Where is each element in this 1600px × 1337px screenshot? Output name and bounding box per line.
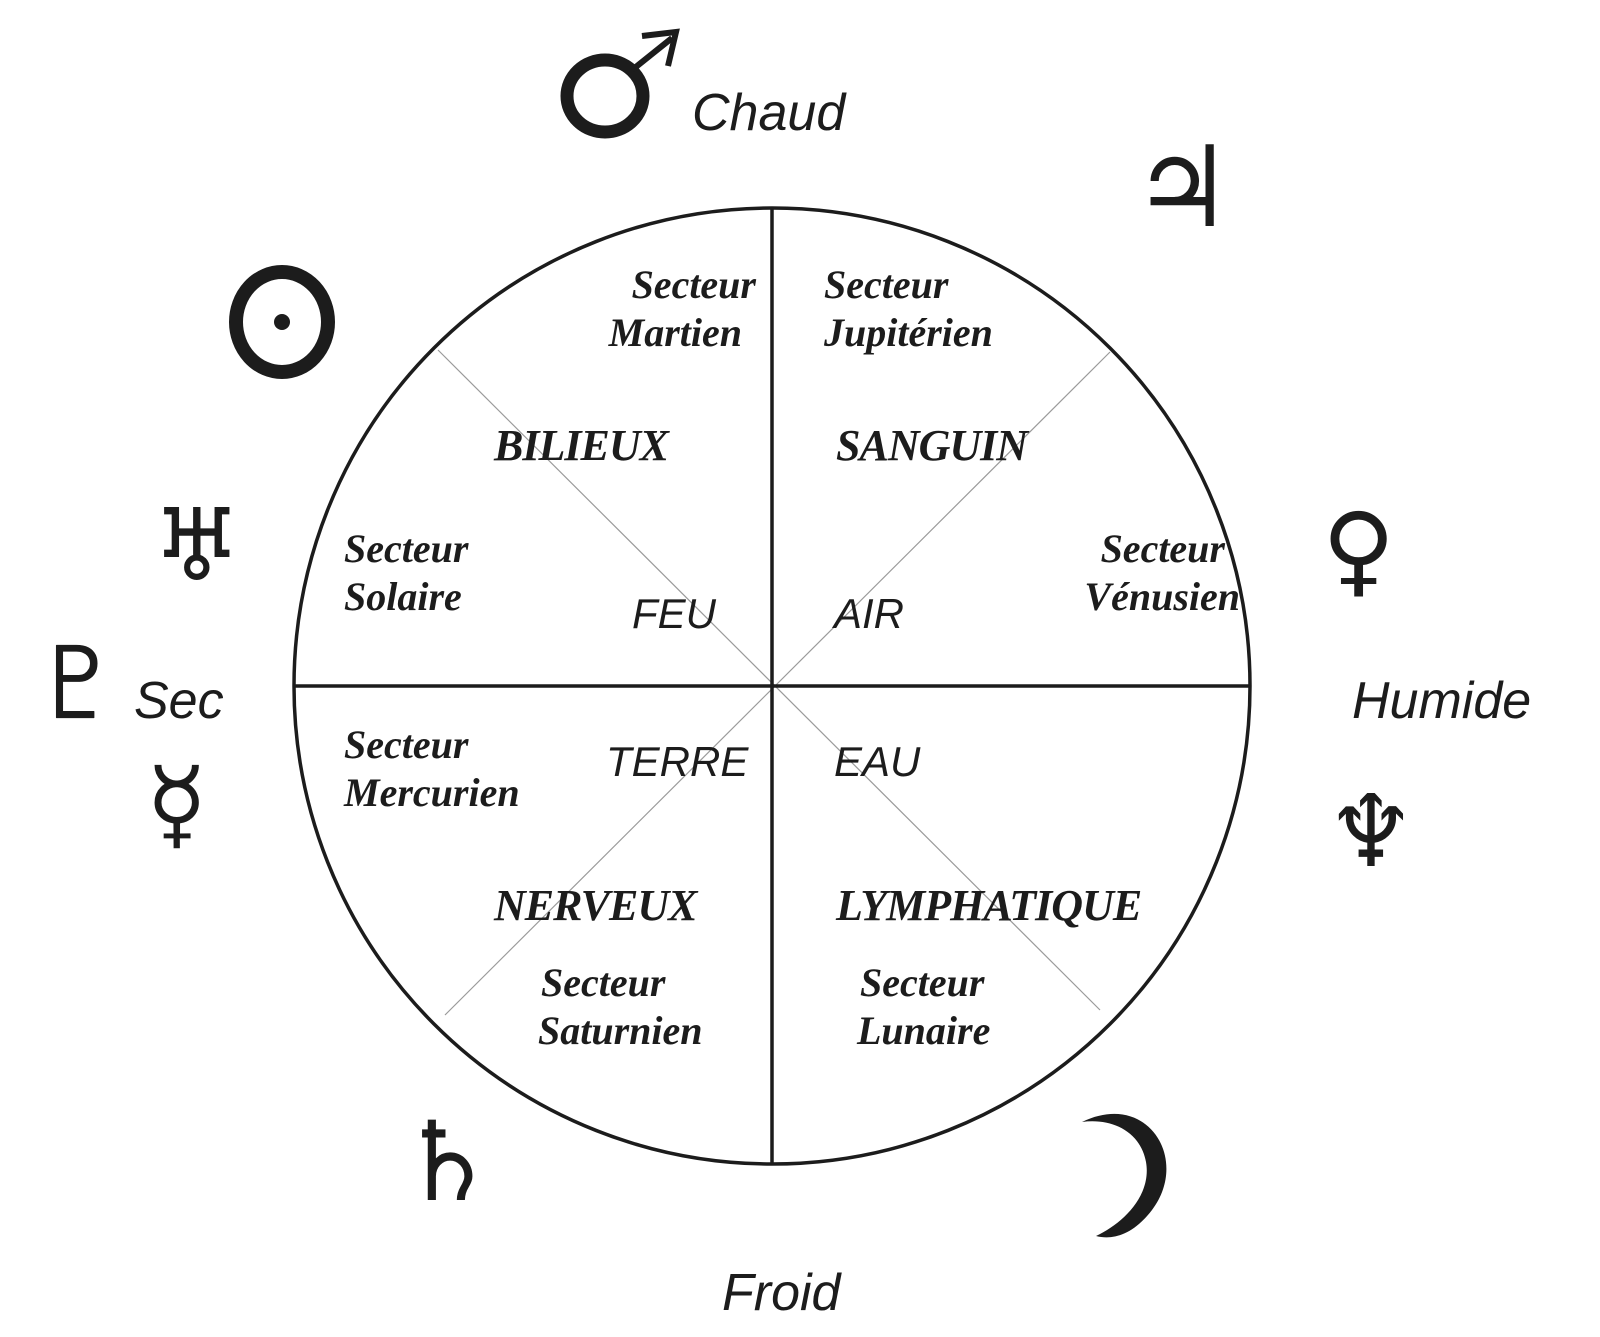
sector-solaire-line1: Secteur bbox=[344, 526, 469, 571]
sector-martien-line2: Martien bbox=[608, 310, 742, 355]
sector-lunaire-line1: Secteur bbox=[860, 960, 985, 1005]
quality-froid: Froid bbox=[722, 1264, 843, 1322]
sector-lunaire-line2: Lunaire bbox=[856, 1008, 990, 1053]
saturn-symbol-icon: ♄ bbox=[398, 1098, 497, 1226]
sector-venusien-label: Secteur Vénusien bbox=[1084, 526, 1240, 619]
temperament-lymphatique: LYMPHATIQUE bbox=[835, 881, 1141, 930]
element-air: AIR bbox=[831, 590, 904, 637]
sector-saturnien-label: Secteur Saturnien bbox=[538, 960, 703, 1053]
sector-venusien-line2: Vénusien bbox=[1084, 574, 1240, 619]
mars-symbol-icon bbox=[560, 28, 680, 139]
jupiter-symbol-icon: ♃ bbox=[1132, 123, 1232, 253]
sector-venusien-line1: Secteur bbox=[1101, 526, 1226, 571]
quality-chaud: Chaud bbox=[692, 84, 847, 142]
diagonal-line-nw-se bbox=[437, 349, 1101, 1011]
sector-jupiterien-label: Secteur Jupitérien bbox=[823, 262, 993, 355]
element-eau: EAU bbox=[834, 738, 921, 785]
pluto-symbol-icon: ♇ bbox=[32, 625, 122, 742]
sun-symbol-icon bbox=[229, 265, 335, 379]
sector-lunaire-label: Secteur Lunaire bbox=[856, 960, 990, 1053]
sector-saturnien-line2: Saturnien bbox=[538, 1008, 703, 1053]
sector-solaire-line2: Solaire bbox=[344, 574, 462, 619]
element-feu: FEU bbox=[632, 590, 717, 637]
diagonal-line-ne-sw bbox=[444, 351, 1111, 1016]
sector-mercurien-line1: Secteur bbox=[344, 722, 469, 767]
moon-symbol-icon bbox=[1082, 1113, 1167, 1238]
mercury-symbol-icon: ☿ bbox=[146, 745, 207, 862]
sector-martien-label: Secteur Martien bbox=[608, 262, 757, 355]
quality-sec: Sec bbox=[134, 672, 224, 730]
temperament-nerveux: NERVEUX bbox=[493, 881, 699, 930]
temperament-bilieux: BILIEUX bbox=[493, 421, 671, 470]
sector-mercurien-label: Secteur Mercurien bbox=[343, 722, 520, 815]
sector-mercurien-line2: Mercurien bbox=[343, 770, 520, 815]
venus-symbol-icon: ♀ bbox=[1322, 491, 1395, 608]
sector-jupiterien-line2: Jupitérien bbox=[823, 310, 993, 355]
sector-martien-line1: Secteur bbox=[632, 262, 757, 307]
sector-saturnien-line1: Secteur bbox=[541, 960, 666, 1005]
sector-solaire-label: Secteur Solaire bbox=[344, 526, 469, 619]
quality-humide: Humide bbox=[1352, 672, 1531, 730]
uranus-symbol-icon: ♅ bbox=[152, 487, 242, 604]
temperament-sanguin: SANGUIN bbox=[836, 421, 1030, 470]
element-terre: TERRE bbox=[606, 738, 749, 785]
sector-jupiterien-line1: Secteur bbox=[824, 262, 949, 307]
neptune-symbol-icon: ♆ bbox=[1326, 773, 1416, 890]
